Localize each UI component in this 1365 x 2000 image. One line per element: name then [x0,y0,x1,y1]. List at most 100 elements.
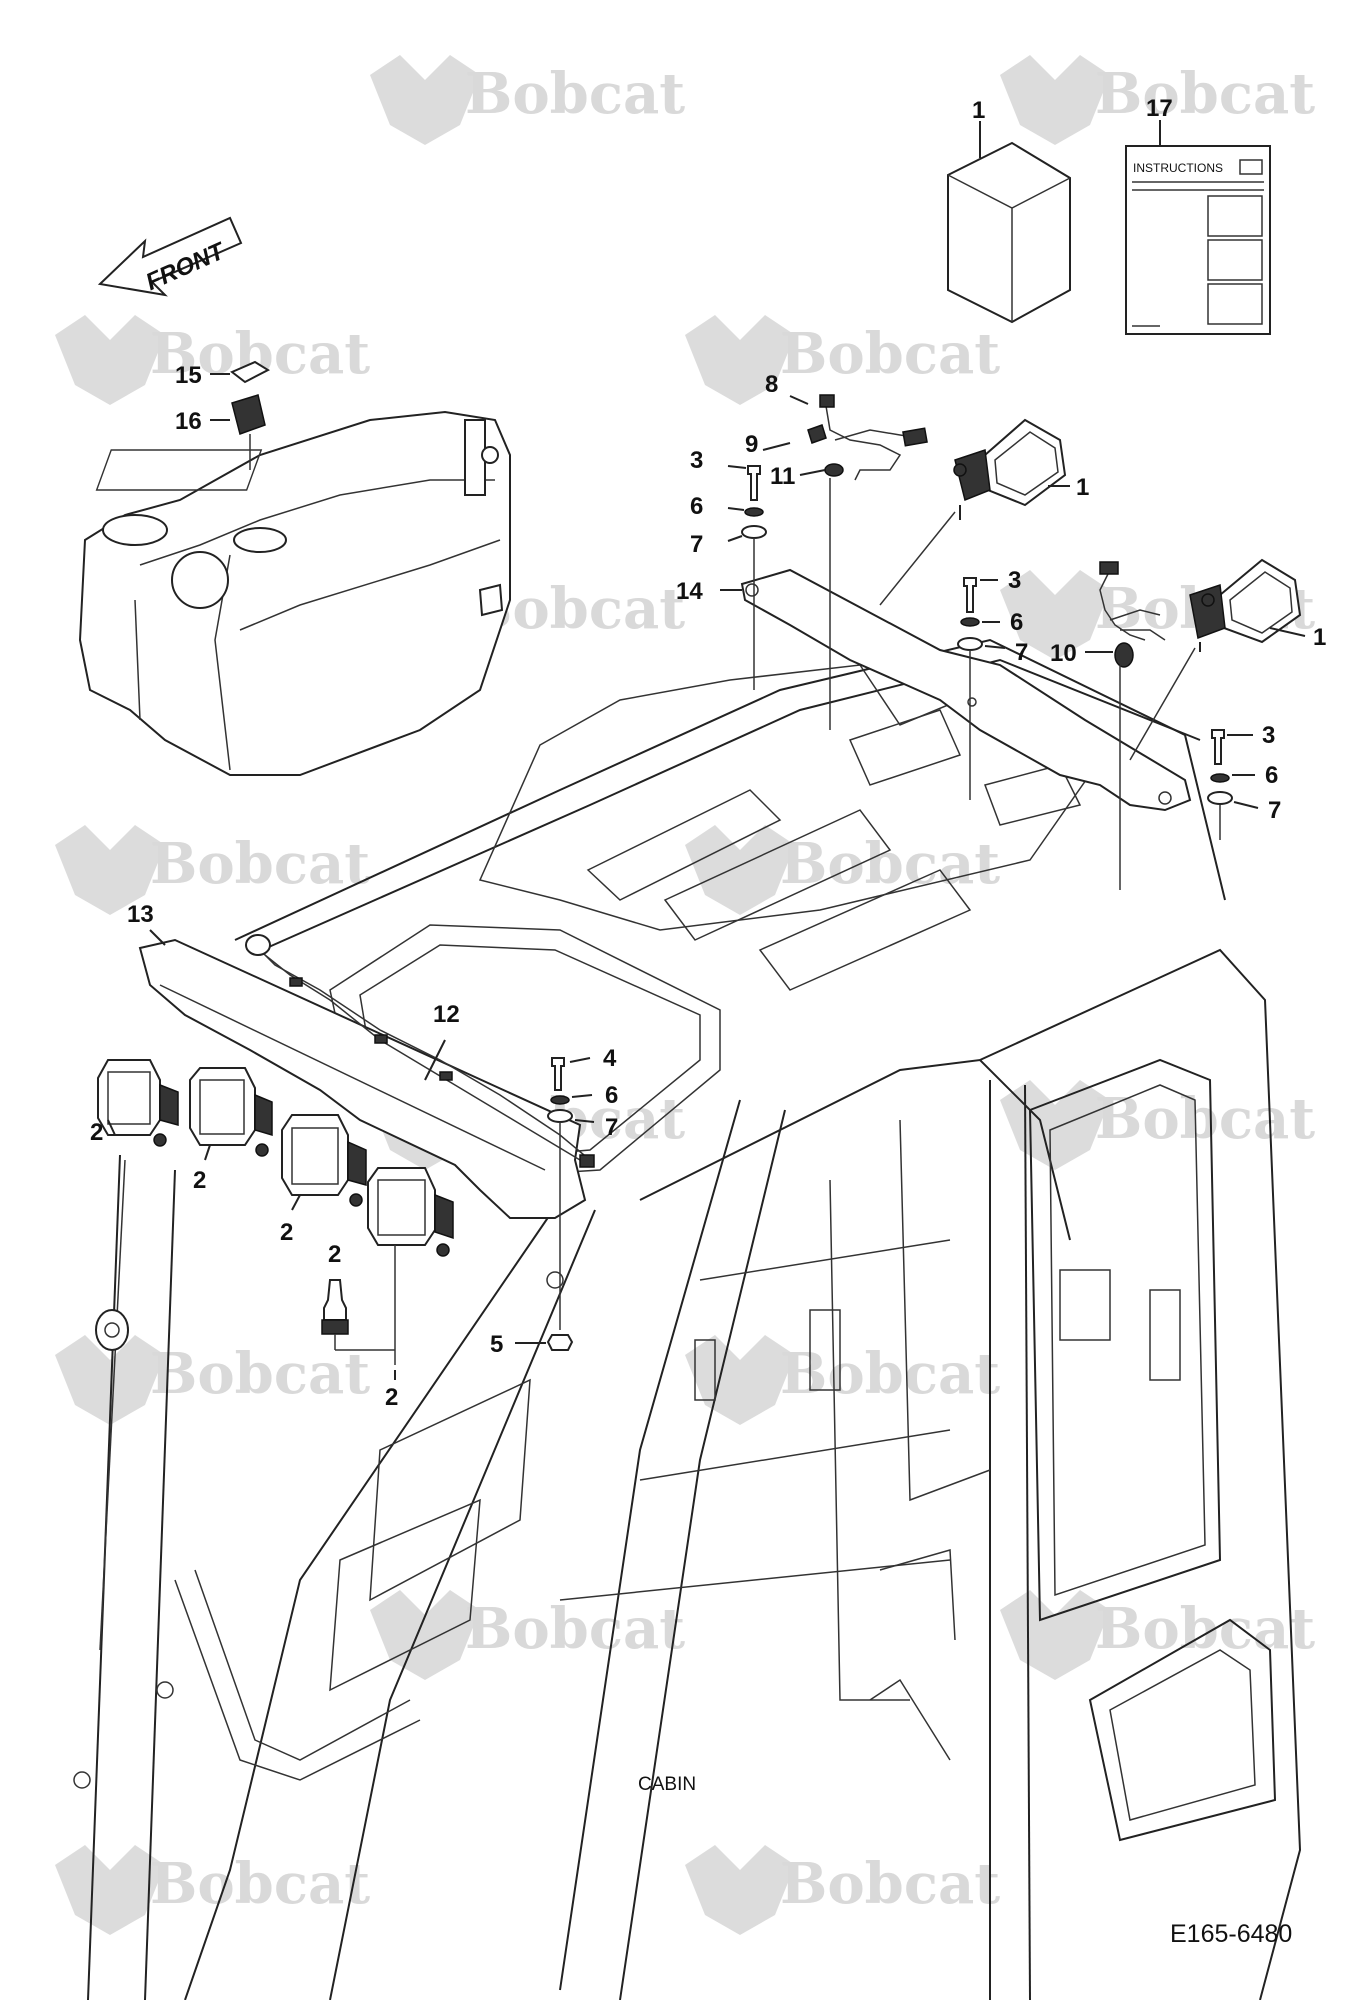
watermark: Bobcat [1000,1080,1315,1170]
fastener-group-d: 4 6 7 [547,1045,618,1330]
bobcat-logo-icon [685,1845,795,1935]
watermark-text: Bobcat [1095,61,1315,127]
callout-7-b: 7 [1015,639,1028,666]
bolt-icon [963,577,977,613]
callout-14: 14 [676,578,703,605]
callout-17: 17 [1146,95,1173,122]
part-12-light-harness: 12 [245,934,595,1168]
callout-8: 8 [765,371,778,398]
front-arrow: FRONT [97,216,243,297]
watermark: Bobcat [685,1335,1000,1425]
callout-6-b: 6 [1010,609,1023,636]
switch-cover-icon [230,360,271,384]
flat-washer-icon [1207,791,1233,805]
diagram-caption: CABIN [638,1774,696,1795]
front-arrow-icon [97,216,243,297]
callout-12: 12 [433,1001,460,1028]
callout-5: 5 [490,1331,503,1358]
callout-16: 16 [175,408,202,435]
bobcat-logo-icon [1000,1590,1110,1680]
kit-box: 1 [947,97,1071,324]
part-1-work-light-b: 1 [1129,558,1326,761]
callout-1-kit: 1 [972,97,985,124]
part-1-work-light-a: 1 [879,418,1089,606]
callout-10: 10 [1050,640,1077,667]
watermark-text: Bobcat [465,61,685,127]
watermark-text: Bobcat [1095,1596,1315,1662]
flat-washer-icon [741,525,767,539]
callout-15: 15 [175,362,202,389]
bobcat-logo-icon [55,825,165,915]
part-13-light-guard: 13 [127,901,587,1219]
fastener-group-a: 3 6 7 [690,447,767,690]
part-5-nut: 5 [490,1331,574,1358]
fastener-group-b: 3 6 7 [957,567,1028,800]
bolt-icon [551,1057,565,1091]
watermark-text: Bobcat [780,1851,1000,1917]
watermark: Bobcat [370,1590,685,1680]
part-15-switch-cover: 15 [175,360,271,389]
watermark: Bobcat [1000,1590,1315,1680]
bobcat-logo-icon [370,55,480,145]
lock-washer-icon [1210,773,1230,783]
halogen-bulb: 2 [321,1241,349,1350]
front-work-light-1: 2 [90,1059,179,1147]
watermark: Bobcat [1000,55,1315,145]
instructions-card: INSTRUCTIONS 17 [1125,95,1271,335]
watermark: Bobcat [685,315,1000,405]
instructions-header: INSTRUCTIONS [1133,161,1223,175]
front-work-light-3: 2 [280,1114,367,1246]
part-16-rocker-switch: 16 [175,394,266,470]
callout-1-light-a: 1 [1076,474,1089,501]
watermark-text: Bobcat [1095,1086,1315,1152]
callout-3-c: 3 [1262,722,1275,749]
callout-4: 4 [603,1045,617,1072]
fastener-group-c: 3 6 7 [1207,722,1281,840]
bobcat-logo-icon [685,1335,795,1425]
bobcat-logo-icon [55,1845,165,1935]
watermark: Bobcat [370,55,685,145]
callout-1-light-b: 1 [1313,624,1326,651]
watermark: Bobcat [55,1335,370,1425]
watermark-text: Bobcat [465,1596,685,1662]
part-8-9-11-harness: 8 9 11 [745,371,928,730]
callout-3-a: 3 [690,447,703,474]
lock-washer-icon [960,617,980,627]
callout-7-a: 7 [690,531,703,558]
callout-9: 9 [745,431,758,458]
front-work-light-4: 2 [335,1167,454,1411]
callout-2-d: 2 [385,1384,398,1411]
bolt-icon [747,465,761,501]
callout-6-c: 6 [1265,762,1278,789]
watermark-text: Bobcat [150,321,370,387]
front-work-light-2: 2 [189,1067,273,1194]
bulb-icon [323,1279,347,1321]
watermark: Bobcat [685,1845,1000,1935]
watermark-text: Bobcat [780,831,1000,897]
bobcat-logo-icon [1000,55,1110,145]
callout-2-b: 2 [193,1167,206,1194]
work-light-icon [983,418,1067,507]
watermark-text: Bobcat [150,831,370,897]
callout-13: 13 [127,901,154,928]
watermark-text: Bobcat [780,1341,1000,1407]
document-id: E165-6480 [1170,1920,1292,1948]
flat-washer-icon [957,637,983,651]
watermark: Bobcat [55,825,370,915]
watermark-text: Bobcat [780,321,1000,387]
box-icon [947,141,1071,324]
watermark: Bobcat [55,1845,370,1935]
bobcat-logo-icon [685,825,795,915]
callout-6-a: 6 [690,493,703,520]
rocker-switch-icon [231,394,266,435]
watermark: Bobcat [685,825,1000,915]
bobcat-logo-icon [370,1590,480,1680]
bobcat-logo-icon [1000,1080,1110,1170]
flat-washer-icon [547,1109,573,1123]
bobcat-logo-icon [55,1335,165,1425]
bobcat-logo-icon [1000,570,1110,660]
callout-3-b: 3 [1008,567,1021,594]
callout-11: 11 [770,463,795,490]
callout-6-d: 6 [605,1082,618,1109]
